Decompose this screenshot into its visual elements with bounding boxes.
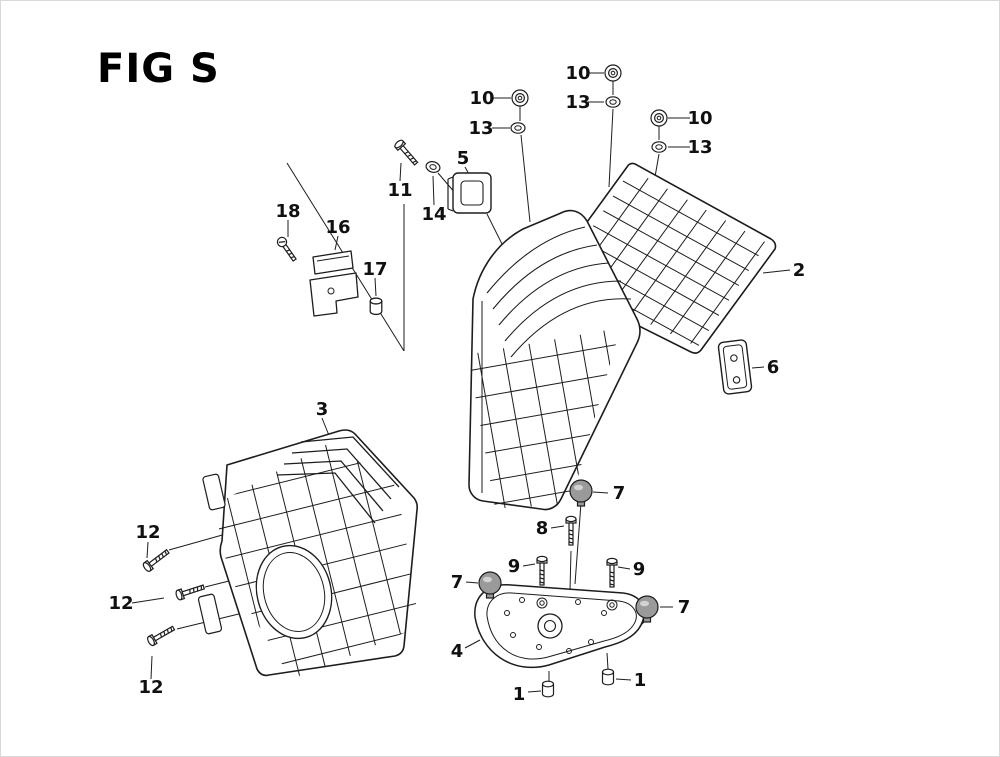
callout-labels: 10 13 10 13 10 13 5 11 14 18 16 17 2 6 3… [108, 63, 805, 705]
nut-17 [369, 297, 383, 316]
leader-lines [131, 72, 791, 693]
washer-14 [424, 159, 442, 175]
bolt-12c [145, 623, 177, 648]
part-side-plate-6 [717, 339, 753, 395]
callout-2: 2 [793, 260, 806, 281]
callout-7a: 7 [613, 483, 626, 504]
washer-13a [510, 122, 526, 134]
nut-10b [604, 64, 622, 82]
callout-12c: 12 [138, 677, 163, 698]
nut-10c [650, 109, 668, 127]
callout-3: 3 [316, 399, 329, 420]
part-left-grille-3 [197, 429, 430, 683]
callout-7b: 7 [451, 572, 464, 593]
bolt-9b [606, 557, 618, 588]
grommet-7a [569, 479, 593, 507]
bolt-12a [141, 546, 172, 574]
callout-5: 5 [457, 148, 470, 169]
callout-12a: 12 [135, 522, 160, 543]
callout-8: 8 [536, 518, 549, 539]
callout-12b: 12 [108, 593, 133, 614]
figure-title: FIG S [97, 46, 220, 92]
nut-10a [511, 89, 529, 107]
callout-13b: 13 [565, 92, 590, 113]
callout-11: 11 [387, 180, 412, 201]
callout-16: 16 [325, 217, 350, 238]
callout-13a: 13 [468, 118, 493, 139]
washer-13b [605, 96, 621, 108]
callout-9a: 9 [508, 556, 521, 577]
callout-9b: 9 [633, 559, 646, 580]
part-mount-plate-4 [474, 584, 645, 669]
callout-17: 17 [362, 259, 387, 280]
part-bracket-5 [447, 172, 492, 214]
bushing-1b [601, 668, 615, 686]
bolt-9a [536, 555, 548, 586]
callout-1b: 1 [634, 670, 647, 691]
callout-1a: 1 [513, 684, 526, 705]
callout-18: 18 [275, 201, 300, 222]
washer-13c [651, 141, 667, 153]
callout-14: 14 [421, 204, 446, 225]
part-clip-bracket-16 [309, 250, 359, 317]
screw-18 [274, 234, 299, 264]
callout-10a: 10 [469, 88, 494, 109]
callout-13c: 13 [687, 137, 712, 158]
callout-10b: 10 [565, 63, 590, 84]
bolt-11 [392, 138, 421, 168]
callout-7c: 7 [678, 597, 691, 618]
bolt-8 [565, 515, 577, 546]
callout-4: 4 [451, 641, 464, 662]
callout-6: 6 [767, 357, 780, 378]
bushing-1a [541, 680, 555, 698]
callout-10c: 10 [687, 108, 712, 129]
